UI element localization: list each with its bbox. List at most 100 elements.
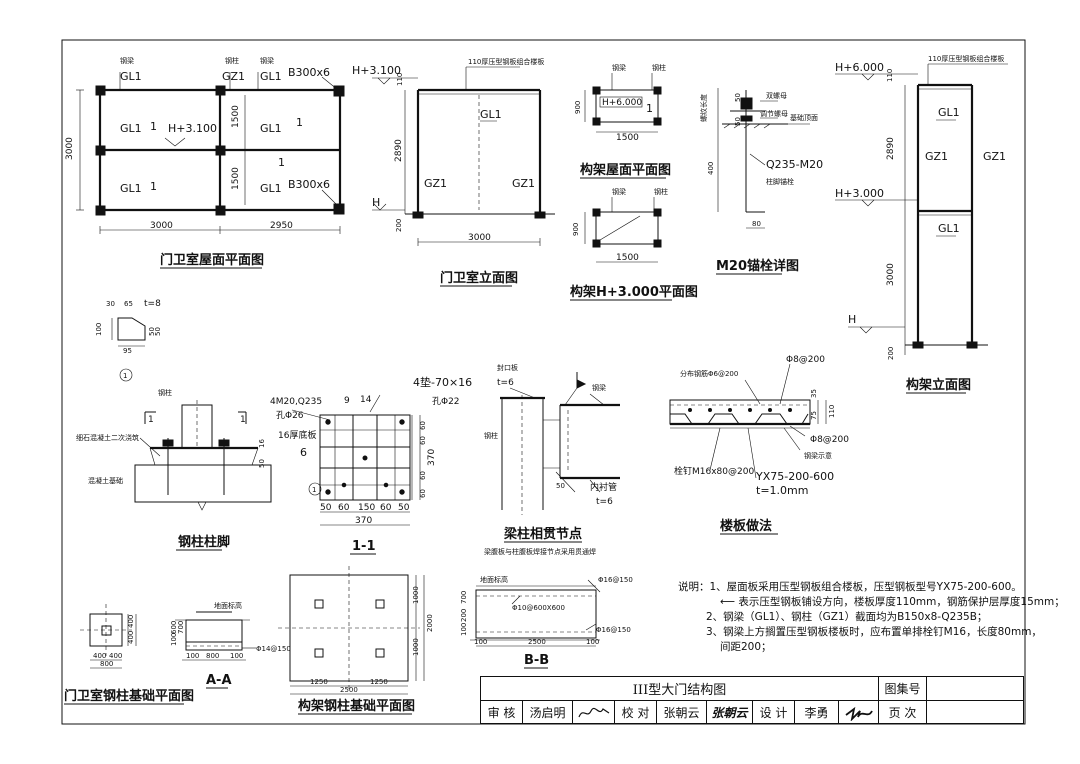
floor-slab-text: 分布钢筋Φ6@200 Φ8@200 Φ8@200 钢梁示意 栓钉M16x80@2… — [674, 355, 849, 535]
note-line-3: 2、钢梁（GL1）、钢柱（GZ1）截面均为B150x8-Q235B； — [678, 610, 1018, 625]
label: 16厚底板 — [278, 429, 316, 441]
label: 混凝土基础 — [88, 476, 123, 485]
section-b-b — [470, 579, 601, 647]
label: 钢柱 — [652, 63, 666, 72]
dim: 100 — [230, 652, 243, 660]
label: GL1 — [938, 106, 960, 119]
label: 6 — [300, 446, 307, 459]
label: Φ14@150 — [256, 645, 291, 653]
dim: 50 — [154, 327, 162, 336]
dim: t=8 — [144, 299, 161, 309]
dim: 2890 — [886, 137, 896, 160]
stiffener-text: 30 65 t=8 100 50 50 95 1 — [95, 299, 162, 380]
dim: 2000 — [426, 614, 434, 632]
dim: 200 — [460, 609, 468, 622]
dim: 2500 — [528, 638, 546, 646]
label: H+3.100 — [352, 64, 401, 77]
label: Φ10@600X600 — [512, 604, 565, 612]
dim: 2950 — [270, 221, 293, 231]
dim: 80 — [752, 220, 761, 228]
label: GL1 — [260, 182, 282, 195]
reviewer-signature — [573, 701, 615, 724]
design-label: 设 计 — [753, 701, 795, 724]
note-line-2: ⟵ 表示压型钢板铺设方向，楼板厚度110mm，钢筋保护层厚度15mm； — [678, 595, 1065, 610]
top-note: 110厚压型钢板组合楼板 — [928, 54, 1004, 63]
dim: 400 — [127, 615, 135, 628]
dim: 900 — [572, 223, 580, 236]
label: 孔Φ26 — [276, 410, 304, 421]
label: 4M20,Q235 — [270, 397, 322, 407]
label: GL1 — [260, 122, 282, 135]
dim: 60 — [338, 503, 350, 513]
label: 9 — [344, 396, 350, 406]
section-a-a — [175, 611, 256, 661]
label: H — [372, 196, 380, 209]
view-title: M20锚栓详图 — [716, 258, 799, 274]
dim: 400 — [109, 652, 122, 660]
label: GZ1 — [424, 177, 447, 190]
frame-roof-plan — [584, 73, 662, 133]
dim: 3000 — [468, 233, 491, 243]
atlas-number — [927, 677, 1023, 701]
check-label: 校 对 — [615, 701, 657, 724]
label: 内衬管 — [590, 481, 617, 493]
dim: 2500 — [340, 686, 358, 694]
label: 钢柱 — [484, 431, 498, 440]
label: GL1 — [120, 182, 142, 195]
dim: 100 — [95, 323, 103, 336]
top-note: 110厚压型钢板组合楼板 — [468, 57, 544, 66]
dim: 1500 — [616, 253, 639, 263]
view-title: 1-1 — [352, 539, 376, 554]
dim: 100 — [586, 638, 599, 646]
frame-3000-plan-text: 钢梁 钢柱 900 1500 构架H+3.000平面图 — [570, 187, 698, 301]
label: GZ1 — [925, 150, 948, 163]
dim: 60 — [380, 503, 392, 513]
dim: 50 — [320, 503, 332, 513]
label: Φ16@150 — [596, 626, 631, 634]
dim: 100 — [460, 623, 468, 636]
checker-signature: 张朝云 — [707, 701, 753, 724]
dim: 50 — [258, 459, 266, 468]
label: H+3.100 — [168, 122, 217, 135]
label: 1 — [240, 415, 246, 425]
mark: 1 — [123, 372, 127, 380]
view-title: 构架屋面平面图 — [580, 162, 671, 178]
view-title: 楼板做法 — [720, 518, 772, 534]
gate-elevation — [372, 66, 555, 246]
designer-signature-icon — [844, 706, 873, 721]
label: 1 — [312, 486, 316, 494]
view-title: 门卫室立面图 — [440, 270, 518, 286]
dim: 1000 — [412, 638, 420, 656]
slope-mark: 1 — [150, 120, 157, 133]
anchor-detail — [717, 88, 810, 229]
reviewer-signature-icon — [577, 707, 609, 717]
section-a-a-text: 地面标高 Φ14@150 100 600 700 100 800 100 A-A — [170, 601, 291, 689]
dim: 30 — [106, 300, 115, 308]
dim: 700 — [460, 591, 468, 604]
note-item: 1、屋面板采用压型钢板组合楼板，压型钢板型号YX75-200-600。 — [709, 581, 1022, 593]
view-title: 门卫室钢柱基础平面图 — [64, 688, 194, 704]
gate-roof-plan — [76, 72, 345, 234]
section-b-b-text: 地面标高 Φ16@150 Φ10@600X600 Φ16@150 100 200… — [460, 575, 633, 669]
dim: 50 — [556, 482, 565, 490]
dim: 50 — [148, 327, 156, 336]
frame-foundation-text: 1000 1000 2000 1250 1250 2500 构架钢柱基础平面图 — [298, 586, 434, 715]
label: Φ16@150 — [598, 576, 633, 584]
label: B300x6 — [288, 178, 330, 191]
frame-3000-plan — [584, 197, 662, 263]
view-subtitle: 梁腹板与柱腹板焊接节点采用贯通焊 — [484, 547, 596, 556]
beam-column-joint — [500, 372, 620, 515]
label: 钢柱 — [654, 187, 668, 196]
dim: 400 — [707, 162, 715, 175]
view-title: 门卫室屋面平面图 — [160, 252, 264, 268]
view-title: A-A — [206, 673, 232, 688]
dim: 150 — [358, 503, 375, 513]
label: Φ8@200 — [810, 435, 849, 445]
dim: 600 — [170, 621, 178, 634]
label: 孔Φ22 — [432, 396, 460, 407]
label: GZ1 — [983, 150, 1006, 163]
beam-column-joint-text: 封口板 t=6 钢梁 钢柱 内衬管 t=6 50 梁柱相贯节点 梁腹板与柱腹板焊… — [484, 363, 617, 556]
view-title: 钢柱柱脚 — [178, 534, 230, 550]
dim: 50 — [734, 93, 742, 102]
